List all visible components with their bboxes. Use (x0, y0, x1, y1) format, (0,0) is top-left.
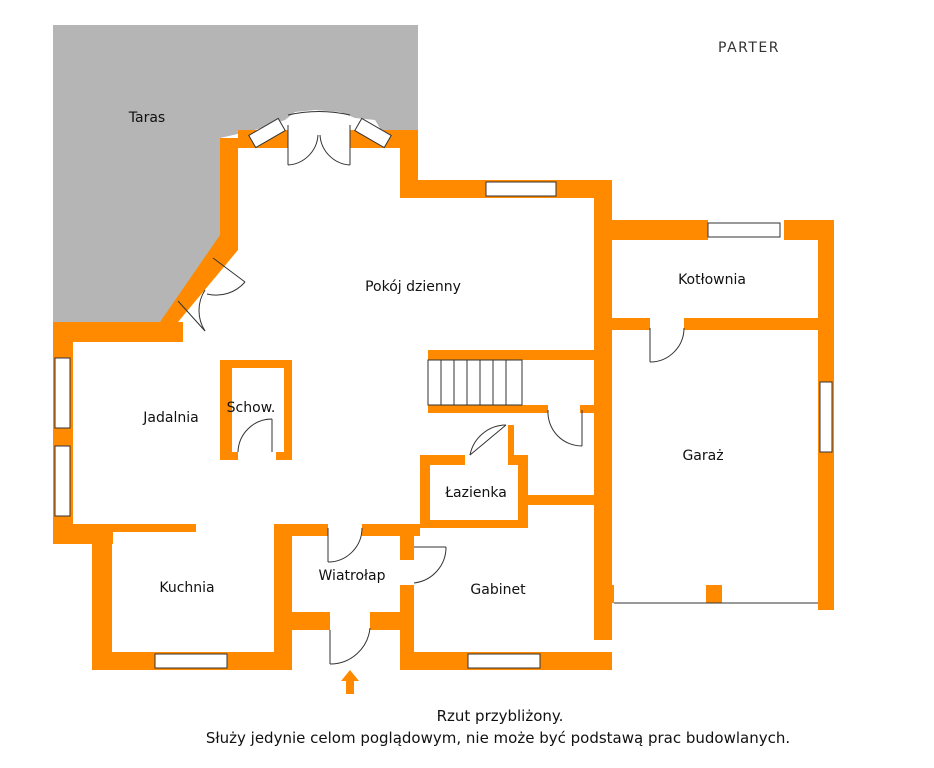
room-label-gabinet: Gabinet (470, 582, 526, 598)
room-label-wiatrolap: Wiatrołap (319, 568, 386, 584)
room-label-taras: Taras (128, 110, 165, 126)
room-label-lazienka: Łazienka (444, 485, 507, 501)
disclaimer-line-2: Służy jedynie celom poglądowym, nie może… (206, 729, 790, 747)
terrace-area (53, 25, 418, 322)
room-label-jadalnia: Jadalnia (142, 410, 198, 426)
room-label-garaz: Garaż (682, 448, 723, 464)
plan-title: PARTER (718, 40, 780, 56)
room-label-pokoj-dzienny: Pokój dzienny (365, 279, 461, 295)
disclaimer-line-1: Rzut przybliżony. (437, 707, 564, 725)
walls (53, 130, 834, 670)
room-label-kotlownia: Kotłownia (678, 272, 746, 288)
room-label-kuchnia: Kuchnia (159, 580, 214, 596)
door-swings (177, 111, 818, 665)
stairs (427, 359, 523, 406)
room-label-schowek: Schow. (227, 400, 276, 416)
arrow-up-icon (341, 670, 359, 694)
windows (54, 117, 833, 669)
